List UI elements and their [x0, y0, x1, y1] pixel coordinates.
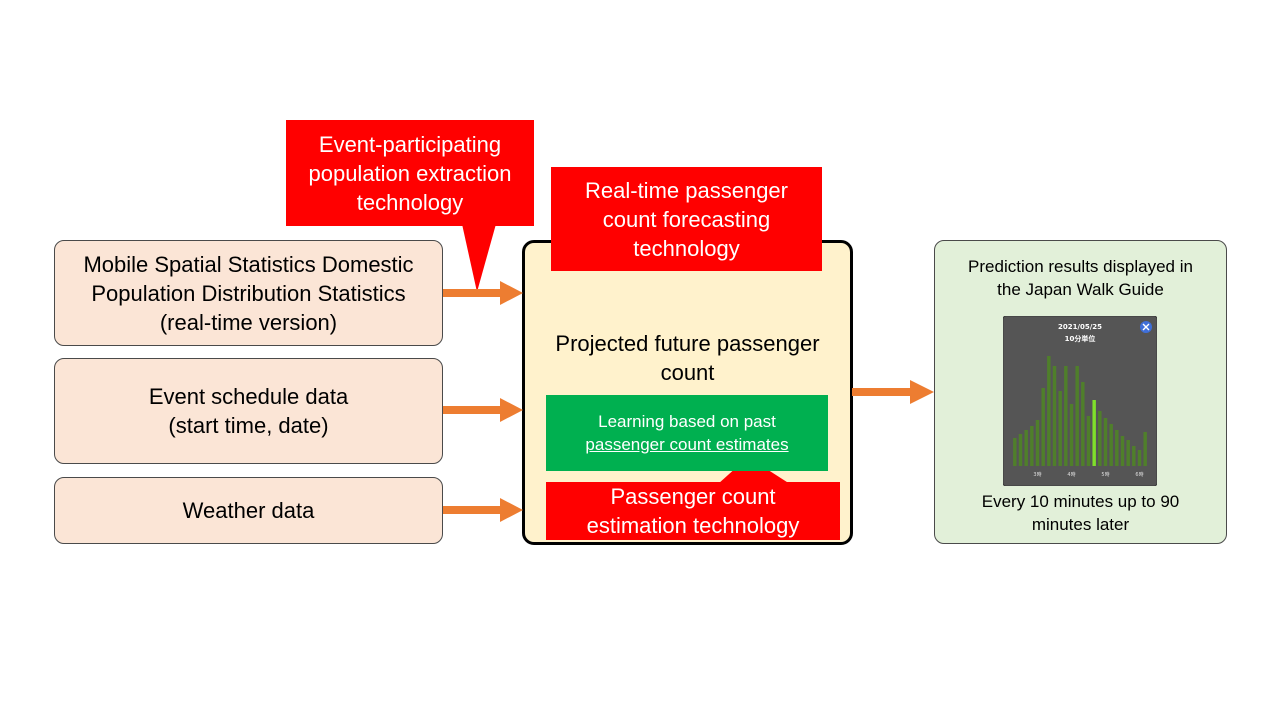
- input-event-schedule-label: Event schedule data (start time, date): [148, 384, 349, 438]
- callout-event-extraction: Event-participating population extractio…: [286, 120, 534, 226]
- learning-box: Learning based on past passenger count e…: [546, 395, 828, 471]
- chart-bar: [1086, 416, 1091, 466]
- chart-bar: [1081, 382, 1085, 466]
- learning-line-2: passenger count estimates: [585, 435, 789, 454]
- chart-bar: [1069, 404, 1074, 466]
- input-event-schedule: Event schedule data (start time, date): [54, 358, 443, 464]
- chart-bar: [1103, 418, 1108, 466]
- chart-bar: [1109, 424, 1113, 466]
- arrow-output: [852, 380, 934, 404]
- callout-realtime-forecast-label: Real-time passenger count forecasting te…: [585, 177, 788, 261]
- chart-bar: [1137, 450, 1142, 466]
- chart-title: 2021/05/25: [1058, 323, 1102, 331]
- chart-x-tick-label: 3時: [1033, 472, 1041, 478]
- output-title-label: Prediction results displayed in the Japa…: [968, 257, 1193, 299]
- chart-subtitle: 10分単位: [1065, 334, 1096, 343]
- chart-bar: [1013, 438, 1017, 466]
- callout-estimation-label: Passenger count estimation technology: [586, 484, 800, 538]
- event-extraction-pointer: [462, 224, 496, 292]
- chart-bar: [1064, 366, 1068, 466]
- arrow-mobile-stats: [443, 281, 523, 305]
- learning-line-1: Learning based on past: [598, 412, 776, 431]
- input-mobile-spatial-statistics-label: Mobile Spatial Statistics Domestic Popul…: [83, 251, 414, 335]
- chart-bar: [1030, 426, 1034, 466]
- close-icon[interactable]: [1140, 321, 1152, 333]
- callout-realtime-forecast: Real-time passenger count forecasting te…: [551, 167, 822, 271]
- projected-count-label: Projected future passenger count: [555, 331, 820, 385]
- chart-bar: [1143, 432, 1147, 466]
- chart-bar: [1024, 430, 1028, 466]
- chart-bar: [1035, 420, 1040, 466]
- chart-bar: [1126, 440, 1130, 466]
- prediction-bar-chart: 2021/05/25 10分単位 3時 4時 5時 6時: [1003, 316, 1157, 486]
- chart-bar-current: [1092, 400, 1096, 466]
- output-title: Prediction results displayed in the Japa…: [936, 254, 1225, 302]
- chart-bar: [1041, 388, 1045, 466]
- chart-bar: [1098, 411, 1102, 466]
- chart-x-tick-label: 5時: [1101, 472, 1109, 478]
- chart-bar: [1115, 430, 1119, 466]
- chart-bar: [1075, 366, 1079, 466]
- output-caption-label: Every 10 minutes up to 90 minutes later: [981, 492, 1180, 534]
- input-mobile-spatial-statistics: Mobile Spatial Statistics Domestic Popul…: [54, 240, 443, 346]
- chart-bar: [1047, 356, 1051, 466]
- output-caption: Every 10 minutes up to 90 minutes later: [936, 489, 1225, 537]
- input-weather-label: Weather data: [182, 498, 315, 523]
- arrow-weather: [443, 498, 523, 522]
- chart-bar: [1052, 366, 1057, 466]
- chart-x-tick-label: 6時: [1135, 472, 1143, 478]
- arrow-event-schedule: [443, 398, 523, 422]
- callout-event-extraction-label: Event-participating population extractio…: [308, 131, 512, 215]
- chart-bar: [1018, 434, 1023, 466]
- input-weather: Weather data: [54, 477, 443, 544]
- chart-bar: [1058, 391, 1062, 466]
- chart-bar: [1132, 446, 1136, 466]
- chart-x-tick-label: 4時: [1067, 472, 1075, 478]
- projected-count-title: Projected future passenger count: [525, 328, 850, 388]
- callout-estimation: Passenger count estimation technology: [546, 482, 840, 540]
- chart-bar: [1120, 436, 1125, 466]
